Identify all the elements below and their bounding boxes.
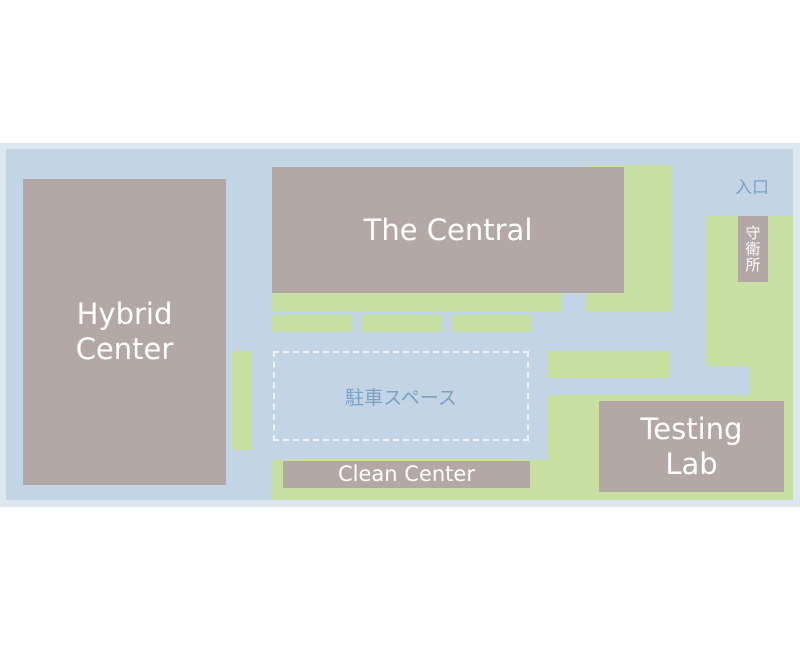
parking-label: 駐車スペース bbox=[345, 386, 457, 409]
green-area bbox=[750, 365, 793, 395]
building-the-central: The Central bbox=[272, 167, 624, 293]
green-area bbox=[547, 351, 670, 378]
entrance-label: 入口 bbox=[735, 178, 769, 198]
building-label: Clean Center bbox=[338, 461, 475, 486]
site-map: Hybrid Center The Central Testing Lab Cl… bbox=[0, 143, 800, 507]
green-area bbox=[452, 315, 532, 332]
guard-house-label: 守衛所 bbox=[743, 225, 762, 273]
green-area bbox=[272, 293, 562, 312]
building-label: The Central bbox=[363, 212, 533, 247]
building-testing-lab: Testing Lab bbox=[599, 401, 784, 492]
building-label: Hybrid Center bbox=[75, 297, 174, 366]
building-hybrid-center: Hybrid Center bbox=[23, 179, 226, 485]
building-label: Testing Lab bbox=[640, 411, 743, 481]
green-area bbox=[362, 315, 442, 332]
building-clean-center: Clean Center bbox=[283, 461, 530, 488]
guard-house: 守衛所 bbox=[738, 216, 768, 282]
parking-area: 駐車スペース bbox=[273, 351, 529, 441]
green-area bbox=[231, 351, 251, 450]
green-area bbox=[272, 315, 352, 332]
